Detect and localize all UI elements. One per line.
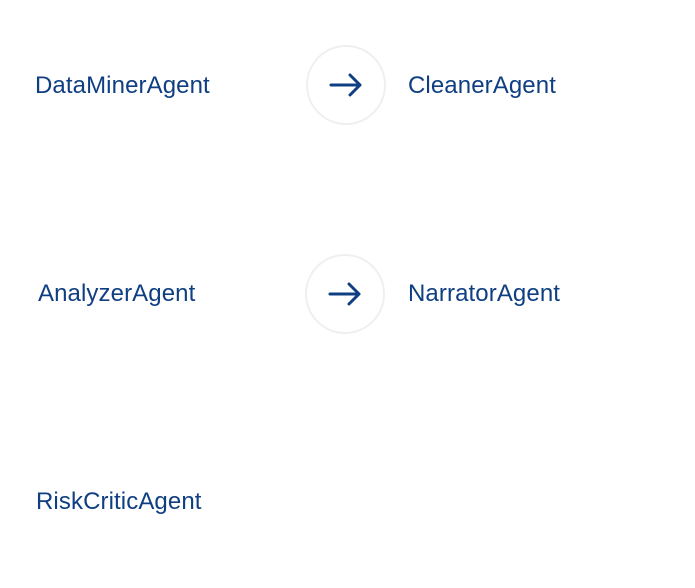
node-label-cleaner: CleanerAgent bbox=[408, 72, 556, 99]
arrow-right-icon bbox=[328, 282, 361, 306]
arrow-connector-1 bbox=[306, 45, 386, 125]
node-label-analyzer: AnalyzerAgent bbox=[38, 280, 196, 307]
node-label-risk-critic: RiskCriticAgent bbox=[36, 488, 202, 515]
arrow-right-icon bbox=[329, 73, 362, 97]
arrow-connector-2 bbox=[305, 254, 385, 334]
node-label-data-miner: DataMinerAgent bbox=[35, 72, 210, 99]
node-label-narrator: NarratorAgent bbox=[408, 280, 561, 307]
